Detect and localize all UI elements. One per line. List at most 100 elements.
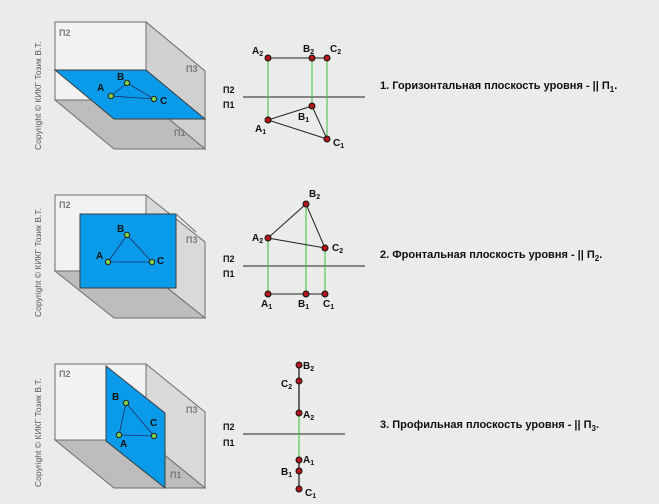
epure-profile: П2 П1 B2 C2 A2 A1 B1 C1	[223, 361, 345, 500]
caption-subscript: 1	[610, 85, 615, 94]
axis-label-upper: П2	[223, 254, 234, 264]
svg-text:B1: B1	[298, 299, 309, 311]
label-A2: A	[252, 46, 259, 57]
axis-label-lower: П1	[223, 100, 234, 110]
sub-1: 1	[262, 129, 266, 136]
label-A: A	[97, 83, 104, 94]
proj-A1	[295, 456, 303, 464]
point-A	[107, 92, 115, 100]
sub-1: 1	[288, 472, 292, 479]
sub-2: 2	[259, 238, 263, 245]
svg-text:B2: B2	[309, 189, 320, 201]
sub-2: 2	[339, 248, 343, 255]
sub-2: 2	[310, 366, 314, 373]
row-profile-plane: П2 П3 П1 A B C П2 П1 B2 C2 A2	[33, 361, 599, 500]
caption-end: .	[599, 249, 602, 261]
caption-number: 3.	[380, 419, 389, 431]
proj-A2	[264, 234, 272, 242]
label-C1: C	[305, 488, 312, 499]
sub-1: 1	[268, 304, 272, 311]
proj-B1	[308, 102, 316, 110]
label-B: B	[117, 224, 124, 235]
label-B1: B	[298, 299, 305, 310]
caption-end: .	[614, 80, 617, 92]
caption-text: Профильная плоскость уровня - || П	[392, 419, 591, 431]
proj-B2	[302, 200, 310, 208]
sub-1: 1	[310, 460, 314, 467]
box-3d-frontal: П2 П3 A B C	[53, 193, 207, 320]
svg-text:B2: B2	[303, 361, 314, 373]
point-A	[104, 258, 112, 266]
label-B1: B	[298, 112, 305, 123]
label-C1: C	[323, 299, 330, 310]
label-C: C	[150, 418, 157, 429]
sub-1: 1	[312, 493, 316, 500]
label-A2: A	[303, 410, 310, 421]
label-C: C	[157, 256, 164, 267]
sub-2: 2	[337, 49, 341, 56]
label-horizontal-plane: П1	[174, 128, 185, 138]
box-3d-horizontal: П2 П3 П1 A B C	[53, 20, 207, 151]
label-C2: C	[330, 44, 337, 55]
caption-number: 2.	[380, 249, 389, 261]
proj-A1	[264, 290, 272, 298]
svg-text:C2: C2	[281, 379, 292, 391]
caption-frontal: 2. Фронтальная плоскость уровня - || П2.	[380, 249, 602, 263]
label-horizontal-plane: П1	[170, 470, 181, 480]
label-A: A	[120, 439, 127, 450]
axis-label-lower: П1	[223, 269, 234, 279]
label-frontal-plane: П2	[59, 200, 70, 210]
proj-B1	[302, 290, 310, 298]
caption-horizontal: 1. Горизонтальная плоскость уровня - || …	[380, 80, 617, 94]
sub-1: 1	[305, 304, 309, 311]
label-A1: A	[261, 299, 268, 310]
label-C2: C	[281, 379, 288, 390]
copyright-2: Copyright © КИКГ Тозик В.Т.	[33, 208, 43, 317]
svg-text:B1: B1	[281, 467, 292, 479]
point-A	[115, 431, 123, 439]
point-B	[122, 399, 130, 407]
svg-text:C1: C1	[323, 299, 334, 311]
label-A: A	[96, 251, 103, 262]
label-A2: A	[252, 233, 259, 244]
horizontal-level-plane	[53, 69, 207, 120]
axis-label-upper: П2	[223, 422, 234, 432]
point-C	[148, 258, 156, 266]
label-profile-plane: П3	[186, 235, 197, 245]
svg-text:A1: A1	[261, 299, 272, 311]
svg-text:A2: A2	[252, 233, 263, 245]
svg-text:B2: B2	[303, 44, 314, 56]
svg-text:A1: A1	[303, 455, 314, 467]
sub-1: 1	[340, 143, 344, 150]
sub-2: 2	[316, 194, 320, 201]
sub-2: 2	[310, 415, 314, 422]
copyright-3: Copyright © КИКГ Тозик В.Т.	[33, 378, 43, 487]
proj-B2	[308, 54, 316, 62]
sub-1: 1	[330, 304, 334, 311]
proj-B2	[295, 361, 303, 369]
point-B	[123, 79, 131, 87]
proj-C1	[323, 135, 331, 143]
svg-text:C2: C2	[330, 44, 341, 56]
caption-number: 1.	[380, 80, 389, 92]
sub-2: 2	[288, 384, 292, 391]
proj-A2	[264, 54, 272, 62]
axis-label-upper: П2	[223, 85, 234, 95]
row-frontal-plane: П2 П3 A B C П2 П1 A2 B2	[33, 189, 602, 320]
sub-2: 2	[259, 51, 263, 58]
sub-2: 2	[310, 49, 314, 56]
frontal-level-plane	[79, 213, 177, 289]
point-C	[150, 432, 158, 440]
caption-subscript: 2	[595, 254, 600, 263]
epure-frontal: П2 П1 A2 B2 C2 A1 B1 C1	[223, 189, 365, 311]
svg-text:A2: A2	[252, 46, 263, 58]
proj-C2	[321, 244, 329, 252]
proj-C1	[321, 290, 329, 298]
label-C2: C	[332, 243, 339, 254]
profile-level-plane	[105, 364, 166, 490]
label-B: B	[117, 72, 124, 83]
label-B2: B	[303, 44, 310, 55]
axis-label-lower: П1	[223, 438, 234, 448]
label-B2: B	[309, 189, 316, 200]
